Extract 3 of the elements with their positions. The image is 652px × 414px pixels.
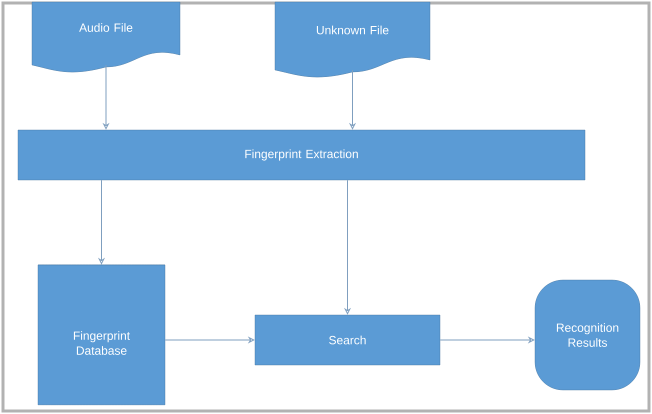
process-bar: Fingerprint Extraction [18,130,586,180]
process-box: Search [254,314,440,366]
database-cylinder: Fingerprint Database [38,264,166,406]
